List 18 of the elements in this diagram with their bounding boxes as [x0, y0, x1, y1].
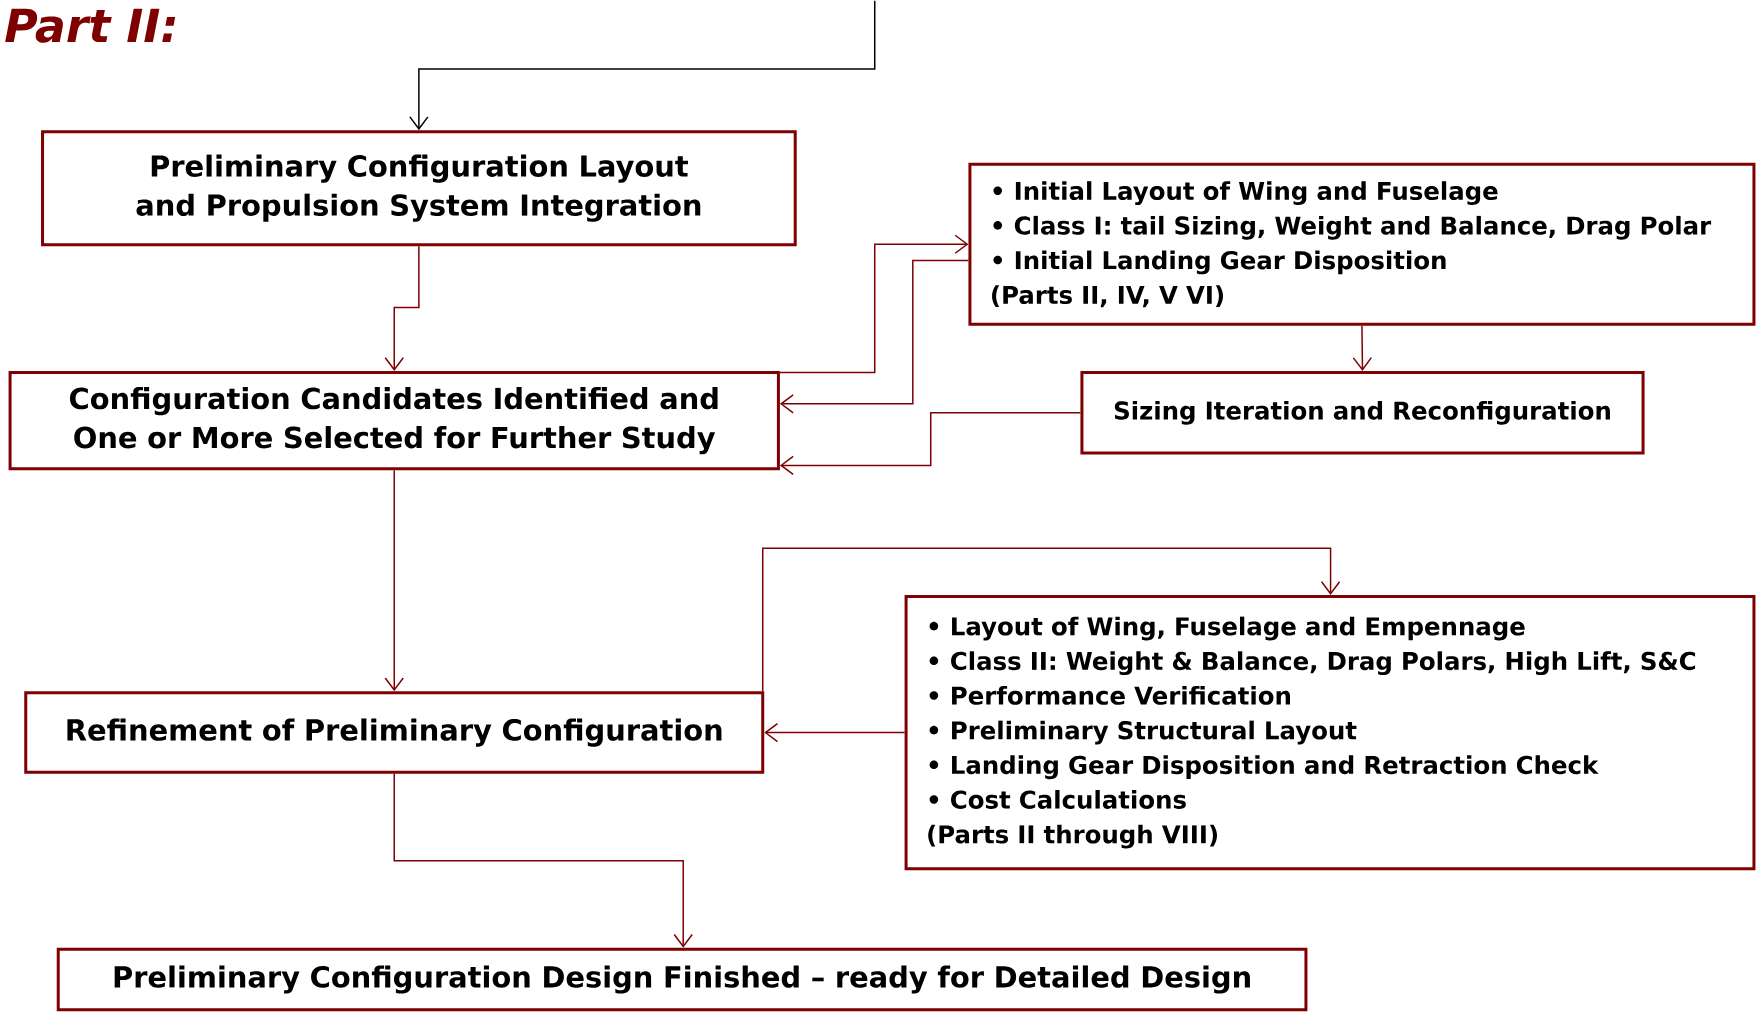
- title: Part II:: [5, 8, 176, 43]
- process-box: Refinement of Preliminary Configuration: [24, 691, 765, 774]
- process-box: Preliminary Configuration Layout and Propulsion System Integration: [41, 130, 797, 247]
- list-box: • Initial Layout of Wing and Fuselage • Class I: tail Sizing, Weight and Balance, Drag Polar • Initial Landing Gear Disposition (Parts II, IV, V VI): [968, 162, 1756, 326]
- arrow: [779, 259, 970, 414]
- arrow: [764, 722, 906, 743]
- process-box: Sizing Iteration and Reconfiguration: [1080, 370, 1645, 455]
- arrow: [779, 234, 969, 374]
- arrow: [384, 245, 420, 371]
- process-box: Preliminary Configuration Design Finished – ready for Detailed Design: [56, 947, 1308, 1012]
- arrow: [384, 469, 404, 692]
- arrow: [779, 412, 1082, 476]
- arrow: [762, 547, 1341, 693]
- arrow: [1352, 325, 1373, 371]
- list-box: • Layout of Wing, Fuselage and Empennage • Class II: Weight & Balance, Drag Polars, High Lift, S&C • Performance Verification • Preliminary Structural Layout • Landing Gear Disposition and Retraction Check • Cost Calculations (Parts II through VIII): [904, 594, 1756, 871]
- arrow: [393, 773, 693, 948]
- process-box: Configuration Candidates Identified and One or More Selected for Further Study: [8, 370, 780, 471]
- arrow: [409, 0, 876, 131]
